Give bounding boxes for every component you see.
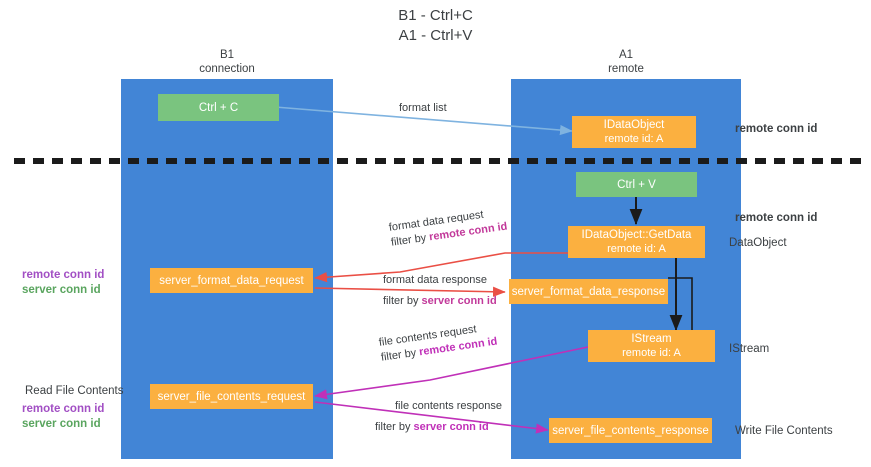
filter-key-server-conn-id-2: server conn id (413, 421, 489, 433)
label-format-data-response-filter: filter by server conn id (383, 294, 497, 309)
note-write-file-contents: Write File Contents (735, 424, 833, 439)
label-format-data-response-text: format data response (383, 274, 487, 286)
label-format-list: format list (399, 101, 447, 116)
note-istream-text: IStream (729, 343, 770, 355)
node-idataobject-line2: remote id: A (604, 133, 664, 145)
node-istream[interactable]: IStream remote id: A (588, 330, 715, 362)
node-ctrl-c-label: Ctrl + C (198, 101, 239, 114)
note-remote-conn-id-top: remote conn id (735, 122, 817, 137)
node-server-format-data-request[interactable]: server_format_data_request (150, 268, 313, 293)
node-istream-line1: IStream (631, 333, 672, 345)
note-remote-conn-id-mid: remote conn id (735, 211, 817, 226)
node-server-file-contents-request-label: server_file_contents_request (157, 390, 306, 403)
label-file-contents-response-filter: filter by server conn id (375, 420, 502, 435)
node-getdata-line2: remote id: A (607, 243, 666, 255)
title-line-1: B1 - Ctrl+C (398, 7, 473, 24)
label-format-data-response: format data response filter by server co… (383, 273, 497, 309)
node-ctrl-v[interactable]: Ctrl + V (576, 172, 697, 197)
note-conn-ids-left-2: remote conn id server conn id (22, 402, 104, 432)
node-ctrl-v-label: Ctrl + V (617, 178, 656, 191)
label-format-data-request: format data request filter by remote con… (388, 205, 508, 251)
lane-header-a1-name: A1 (618, 49, 634, 61)
note-istream: IStream (729, 342, 769, 357)
note-left-remote-conn-id: remote conn id (22, 269, 105, 281)
node-server-format-data-response-label: server_format_data_response (511, 285, 666, 298)
filter-key-server-conn-id: server conn id (421, 295, 497, 307)
label-file-contents-response-text: file contents response (395, 400, 503, 412)
label-format-list-text: format list (399, 102, 447, 114)
note-remote-conn-id-top-text: remote conn id (735, 123, 818, 135)
note-read-file-contents: Read File Contents (25, 384, 123, 399)
filter-prefix: filter by (390, 231, 431, 249)
node-server-file-contents-response-label: server_file_contents_response (552, 424, 709, 437)
lane-header-a1-sub: remote (608, 63, 644, 75)
title-line-2: A1 - Ctrl+V (398, 27, 473, 44)
node-getdata-line1: IDataObject::GetData (581, 229, 692, 241)
lane-header-b1: B1 connection (147, 48, 307, 76)
filter-prefix-4: filter by (375, 421, 414, 433)
node-server-file-contents-response[interactable]: server_file_contents_response (549, 418, 712, 443)
node-idataobject-getdata[interactable]: IDataObject::GetData remote id: A (568, 226, 705, 258)
node-idataobject-line1: IDataObject (603, 119, 665, 131)
lane-header-b1-sub: connection (199, 63, 255, 75)
lane-header-b1-name: B1 (219, 49, 235, 61)
page-title: B1 - Ctrl+C A1 - Ctrl+V (0, 6, 871, 46)
label-file-contents-response: file contents response filter by server … (375, 399, 503, 435)
node-server-format-data-response[interactable]: server_format_data_response (509, 279, 668, 304)
note-left-remote-conn-id-2: remote conn id (22, 403, 105, 415)
note-remote-conn-id-mid-text: remote conn id (735, 212, 818, 224)
node-server-format-data-request-label: server_format_data_request (159, 274, 304, 287)
lane-header-a1: A1 remote (546, 48, 706, 76)
note-read-file-contents-text: Read File Contents (25, 385, 124, 397)
node-idataobject[interactable]: IDataObject remote id: A (572, 116, 696, 148)
node-istream-line2: remote id: A (622, 347, 681, 359)
note-write-file-contents-text: Write File Contents (735, 425, 833, 437)
note-dataobject-text: DataObject (729, 237, 787, 249)
filter-prefix-2: filter by (383, 295, 422, 307)
note-left-server-conn-id: server conn id (22, 284, 101, 296)
node-server-file-contents-request[interactable]: server_file_contents_request (150, 384, 313, 409)
filter-prefix-3: filter by (380, 346, 421, 364)
note-dataobject: DataObject (729, 236, 787, 251)
note-left-server-conn-id-2: server conn id (22, 418, 101, 430)
label-file-contents-request: file contents request filter by remote c… (378, 320, 498, 366)
note-conn-ids-left: remote conn id server conn id (22, 268, 104, 298)
node-ctrl-c[interactable]: Ctrl + C (158, 94, 279, 121)
